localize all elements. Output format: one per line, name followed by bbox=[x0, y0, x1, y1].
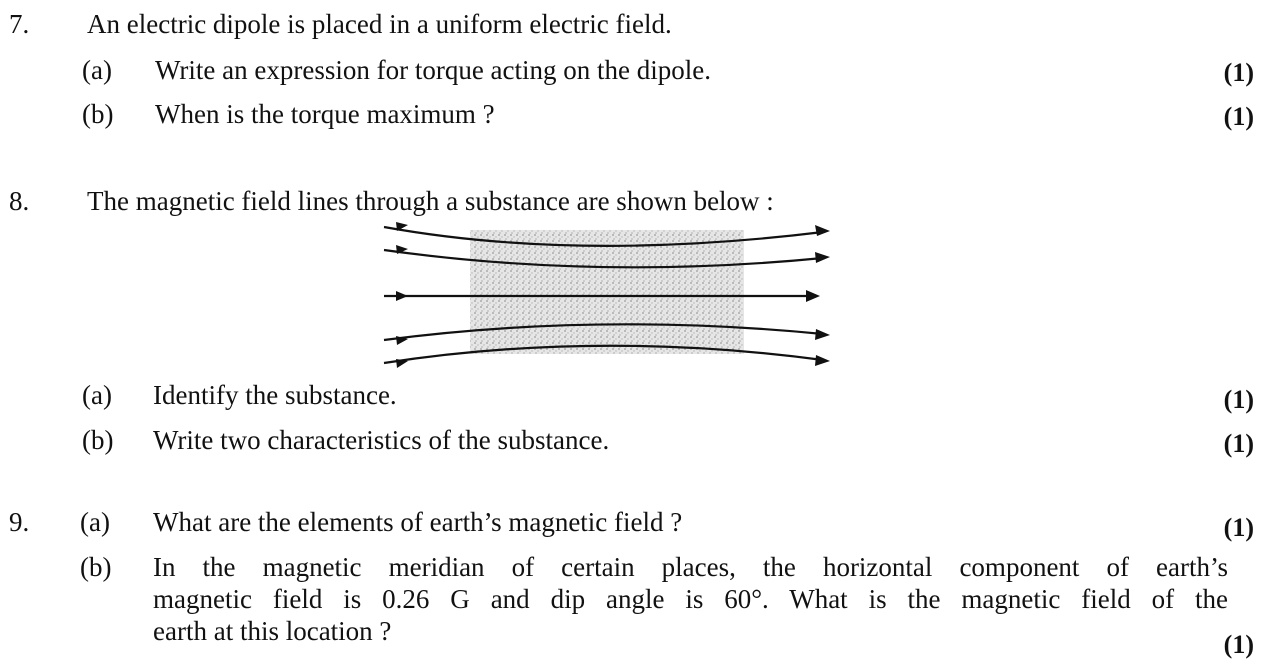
text-line: magnetic field is 0.26 G and dip angle i… bbox=[153, 584, 1228, 614]
arrowhead bbox=[815, 252, 830, 263]
part-label: (b) bbox=[82, 99, 114, 129]
arrowheads bbox=[396, 222, 830, 368]
part-label: (a) bbox=[82, 380, 112, 410]
question-number: 8. bbox=[9, 186, 30, 216]
arrowhead bbox=[396, 336, 408, 345]
arrowhead bbox=[396, 359, 408, 368]
arrowhead bbox=[815, 329, 830, 340]
part-text: When is the torque maximum ? bbox=[155, 99, 495, 129]
substance-block bbox=[470, 230, 744, 354]
marks: (1) bbox=[1223, 630, 1254, 659]
part-text: Identify the substance. bbox=[153, 380, 397, 410]
field-line bbox=[383, 248, 824, 269]
field-line bbox=[383, 323, 824, 342]
marks: (1) bbox=[1223, 429, 1254, 458]
magnetic-field-lines-figure bbox=[383, 222, 830, 368]
marks: (1) bbox=[1223, 102, 1254, 131]
question-number: 9. bbox=[9, 507, 30, 537]
field-line bbox=[383, 344, 824, 365]
part-label: (a) bbox=[82, 55, 112, 85]
arrowhead bbox=[396, 291, 408, 301]
part-label: (b) bbox=[80, 552, 112, 582]
field-lines bbox=[383, 225, 824, 365]
field-line bbox=[383, 225, 824, 247]
text-line: In the magnetic meridian of certain plac… bbox=[153, 552, 1228, 582]
marks: (1) bbox=[1223, 513, 1254, 542]
arrowhead bbox=[396, 245, 408, 254]
part-label: (a) bbox=[80, 507, 110, 537]
question-number: 7. bbox=[9, 9, 30, 39]
part-text: Write two characteristics of the substan… bbox=[153, 425, 610, 455]
marks: (1) bbox=[1223, 385, 1254, 414]
part-label: (b) bbox=[82, 425, 114, 455]
question-stem: An electric dipole is placed in a unifor… bbox=[87, 9, 672, 39]
arrowhead bbox=[806, 290, 820, 302]
arrowhead bbox=[396, 222, 408, 231]
part-text: In the magnetic meridian of certain plac… bbox=[153, 551, 1228, 647]
question-stem: The magnetic field lines through a subst… bbox=[87, 186, 774, 216]
part-text: What are the elements of earth’s magneti… bbox=[153, 507, 683, 537]
part-text: Write an expression for torque acting on… bbox=[155, 55, 711, 85]
marks: (1) bbox=[1223, 58, 1254, 87]
text-line: earth at this location ? bbox=[153, 616, 392, 646]
arrowhead bbox=[815, 225, 830, 236]
arrowhead bbox=[815, 355, 830, 366]
